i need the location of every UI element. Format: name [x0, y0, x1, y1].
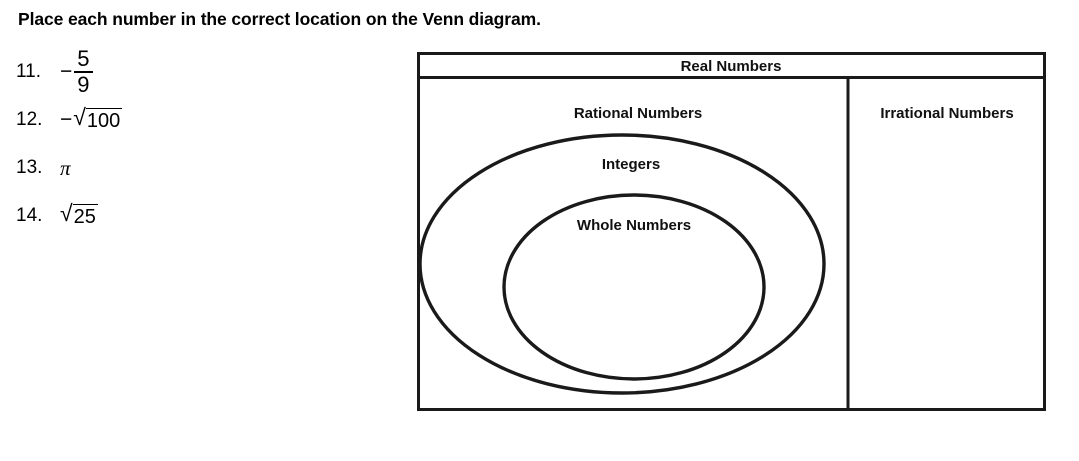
- minus-sign: −: [60, 107, 73, 131]
- problem-number: 11.: [16, 61, 42, 82]
- fraction: 5 9: [74, 45, 93, 97]
- label-real-numbers: Real Numbers: [681, 58, 782, 75]
- problem-number: 13.: [16, 157, 43, 178]
- fraction-numerator: 5: [77, 45, 90, 71]
- radical-sign-icon: √: [60, 200, 73, 227]
- label-integers: Integers: [602, 156, 660, 173]
- problem-number: 12.: [16, 109, 43, 130]
- radicand: 100: [85, 108, 123, 132]
- page-title: Place each number in the correct locatio…: [18, 9, 541, 29]
- problem-expression: − √ 100: [60, 104, 123, 132]
- fraction-denominator: 9: [74, 71, 93, 96]
- label-rational-numbers: Rational Numbers: [574, 105, 702, 122]
- radical: √ 100: [73, 104, 123, 132]
- radicand: 25: [72, 204, 98, 228]
- list-item: 14. √ 25: [16, 192, 346, 240]
- list-item: 12. − √ 100: [16, 96, 346, 144]
- radical-sign-icon: √: [73, 104, 86, 131]
- problem-list: 11. − 5 9 12. − √ 100 13. π 14.: [16, 45, 346, 240]
- integers-ellipse: [502, 193, 766, 381]
- problem-expression: π: [60, 156, 71, 181]
- problem-expression: √ 25: [60, 200, 98, 228]
- label-irrational-numbers: Irrational Numbers: [880, 105, 1013, 122]
- label-whole-numbers: Whole Numbers: [577, 217, 691, 234]
- venn-diagram: Real Numbers Rational Numbers Irrational…: [417, 52, 1046, 411]
- problem-expression: − 5 9: [60, 45, 94, 97]
- radical: √ 25: [60, 200, 98, 228]
- pi-symbol: π: [60, 155, 71, 180]
- list-item: 13. π: [16, 144, 346, 192]
- list-item: 11. − 5 9: [16, 45, 346, 97]
- venn-diagram-svg: Real Numbers Rational Numbers Irrational…: [417, 52, 1046, 411]
- problem-number: 14.: [16, 205, 43, 226]
- minus-sign: −: [60, 59, 73, 83]
